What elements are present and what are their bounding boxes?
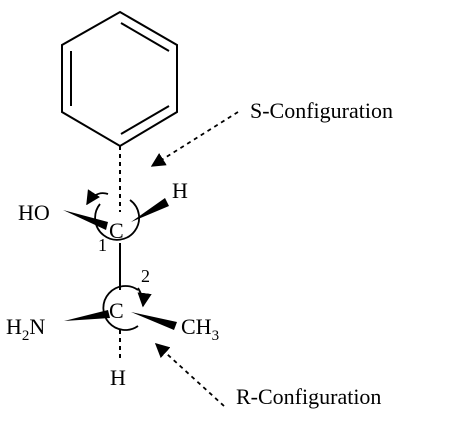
hydroxyl-group-label: HO (18, 200, 50, 225)
wedge-bond-h-top (131, 198, 169, 222)
carbon-2-label: C (109, 298, 124, 323)
methyl-ch-text: CH (181, 314, 212, 339)
ring-double-bond (120, 105, 170, 135)
c2-rotation-arc (102, 285, 139, 331)
wedge-bond-ch3 (131, 312, 177, 330)
s-configuration-label: S-Configuration (250, 98, 393, 123)
c1-rotation-arrow-icon (86, 189, 109, 206)
amino-group-label: H2N (6, 314, 45, 344)
methyl-subscript-text: 3 (212, 328, 220, 344)
amino-h-text: H (6, 314, 22, 339)
amino-n-text: N (29, 314, 45, 339)
locant-2-label: 2 (141, 266, 150, 286)
hydrogen-bottom-label: H (110, 365, 126, 390)
ring-outline (61, 10, 178, 148)
wedge-bond-nh2 (64, 310, 110, 321)
wedge-bond-oh (63, 210, 108, 230)
r-configuration-label: R-Configuration (236, 384, 381, 409)
hydrogen-top-label: H (172, 178, 188, 203)
benzene-ring (61, 10, 178, 148)
ring-double-bond (120, 22, 170, 52)
c2-rotation-arrow-icon (137, 287, 152, 308)
locant-1-label: 1 (98, 235, 107, 255)
carbon-1-label: C (109, 218, 124, 243)
r-configuration-pointer-arrow-icon (154, 343, 225, 407)
c1-rotation-arc (94, 199, 140, 241)
amino-subscript-text: 2 (22, 328, 30, 344)
s-configuration-pointer-arrow-icon (150, 111, 239, 167)
methyl-group-label: CH3 (181, 314, 219, 344)
